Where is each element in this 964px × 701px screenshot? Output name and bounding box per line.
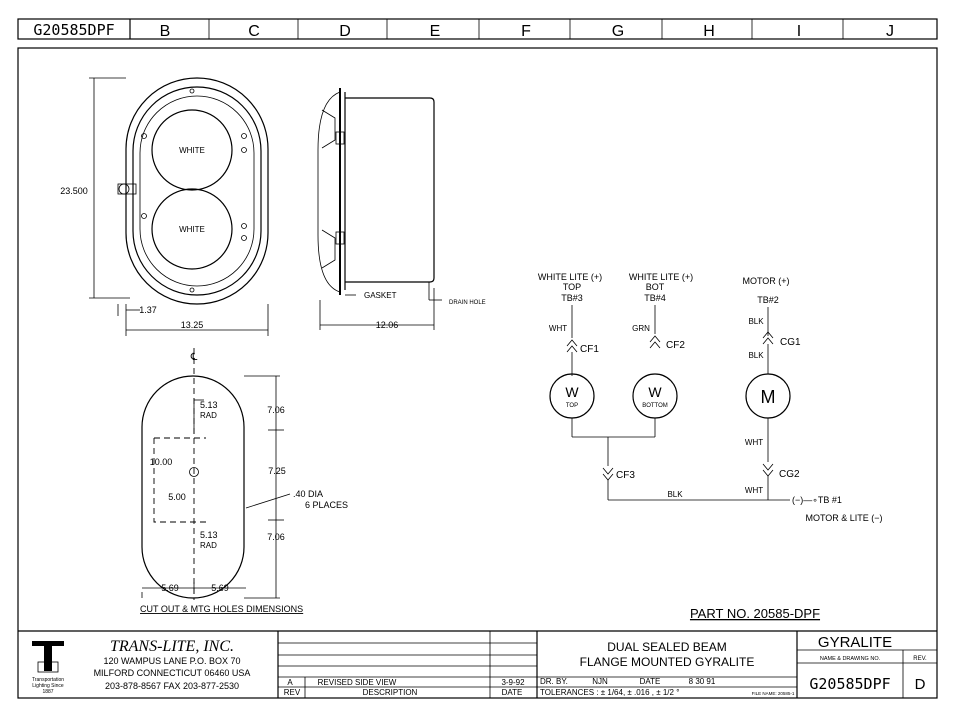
logo-caption-3: 1887 [42,689,53,695]
dim-inner-height: 10.00 [150,457,173,467]
motor-terminal: TB#2 [757,295,779,305]
lamp1-terminal: TB#3 [561,293,583,303]
motor-wire-1: BLK [748,317,764,326]
ground-label: MOTOR & LITE (−) [805,513,882,523]
date-label: DATE [640,677,661,686]
radius-bottom-unit: RAD [200,541,217,550]
dim-depth: 12.06 [376,320,399,330]
name-caption: NAME & DRAWING NO. [820,656,881,662]
dim-right-half: 5.69 [211,583,229,593]
drawing-name: GYRALITE [818,634,892,651]
lamp2-position: BOT [646,282,665,292]
lamp2-terminal: TB#4 [644,293,666,303]
zone-letter: H [703,23,715,40]
zone-letter: B [160,23,171,40]
dim-offset: 1.37 [139,305,157,315]
gasket-label: GASKET [364,291,397,300]
drawing-border [17,47,938,699]
motor-wire-3: WHT [745,438,763,447]
lamp-label-top: WHITE [179,146,205,155]
revision-letter: D [915,676,926,693]
lamp1-symbol: W [565,384,579,400]
sheet-id: G20585DPF [33,21,114,39]
company-logo-icon [32,641,64,673]
zone-letter: D [339,23,351,40]
side-view: GASKET DRAIN HOLE 12.06 [317,88,486,330]
lamp1-connector: CF1 [580,344,599,355]
zone-letter: C [248,23,260,40]
lamp2-sub: BOTTOM [642,403,668,409]
lamp1-position: TOP [563,282,581,292]
lamp2-wire: GRN [632,324,650,333]
company-phone: 203-878-8567 FAX 203-877-2530 [105,681,239,691]
radius-top-unit: RAD [200,411,217,420]
zone-letter: J [886,23,894,40]
zone-letter: I [797,23,801,40]
motor-connector-1: CG1 [780,337,801,348]
drawn-by: NJN [592,677,608,686]
motor-symbol: M [761,387,776,407]
title-block: Transportation Lighting Since 1887 TRANS… [18,630,937,698]
file-reference: FILE NAME: 20585-1 [752,691,795,696]
revision-row-rev: A [287,678,293,687]
dim-bottom-segment: 7.06 [267,532,285,542]
motor-label: MOTOR (+) [742,276,789,286]
radius-top-value: 5.13 [200,400,218,410]
common-wire: BLK [667,490,683,499]
lamp2-symbol: W [648,384,662,400]
company-address-2: MILFORD CONNECTICUT 06460 USA [94,668,251,678]
drawn-by-label: DR. BY. [540,677,568,686]
dim-width: 13.25 [181,320,204,330]
holes-dia: .40 DIA [293,489,323,499]
common-connector: CF3 [616,470,635,481]
company-name: TRANS-LITE, INC. [110,638,234,655]
front-view: WHITE WHITE 23.500 13.25 1.37 [60,77,269,336]
motor-connector-2: CG2 [779,469,800,480]
part-number: PART NO. 20585-DPF [690,606,820,621]
dim-top-segment: 7.06 [267,405,285,415]
dim-height: 23.500 [60,186,88,196]
lamp2-connector: CF2 [666,340,685,351]
ground-terminal: (−)—∘TB #1 [792,495,842,505]
revision-row-date: 3-9-92 [501,678,525,687]
revision-row-description: REVISED SIDE VIEW [318,678,397,687]
drain-hole-label: DRAIN HOLE [449,300,486,306]
zone-header: G20585DPF B C D E F G H I J [17,18,938,40]
wiring-diagram: WHITE LITE (+) TOP TB#3 WHT CF1 W TOP WH… [538,272,883,523]
zone-letter: E [430,23,441,40]
lamp-label-bottom: WHITE [179,225,205,234]
rev-caption: REV. [913,656,927,662]
dim-mid-segment: 7.25 [268,466,286,476]
tolerances: TOLERANCES : ± 1/64, ± .016 , ± 1/2 ° [540,688,679,697]
zone-letter: G [612,23,624,40]
dim-inner-width: 5.00 [168,492,186,502]
column-description: DESCRIPTION [363,688,418,697]
motor-wire-4: WHT [745,486,763,495]
cutout-view: ℄ 5.13 RAD 5.13 RAD 10.00 5.00 7.06 7.25… [140,348,348,614]
lamp1-wire: WHT [549,324,567,333]
motor-wire-2: BLK [748,351,764,360]
centerline-symbol: ℄ [190,352,198,363]
drawing-title-line-2: FLANGE MOUNTED GYRALITE [580,655,755,669]
zone-letter: F [521,23,531,40]
logo-caption-2: Lighting Since [32,683,64,689]
lamp1-label: WHITE LITE (+) [538,272,602,282]
column-date: DATE [502,688,523,697]
lamp1-sub: TOP [566,403,578,409]
drawing-title-line-1: DUAL SEALED BEAM [607,640,727,654]
column-rev: REV [284,688,301,697]
company-address-1: 120 WAMPUS LANE P.O. BOX 70 [103,656,240,666]
holes-count: 6 PLACES [305,500,348,510]
lamp2-label: WHITE LITE (+) [629,272,693,282]
logo-caption-1: Transportation [32,677,64,683]
radius-bottom-value: 5.13 [200,530,218,540]
dim-left-half: 5.69 [161,583,179,593]
cutout-caption: CUT OUT & MTG HOLES DIMENSIONS [140,604,303,614]
drawing-date: 8 30 91 [689,677,716,686]
drawing-number: G20585DPF [809,675,890,693]
